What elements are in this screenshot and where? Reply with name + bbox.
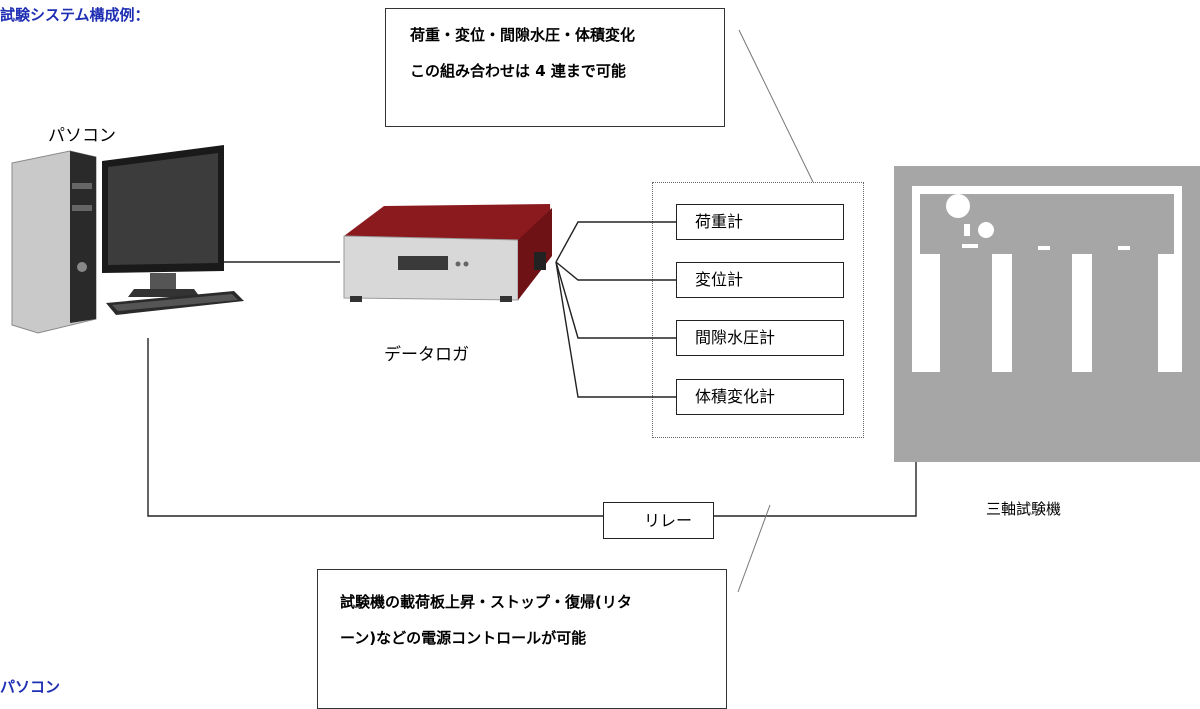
footer-heading: パソコン [0,678,61,696]
power-control-note: 試験機の載荷板上昇・ストップ・復帰(リタ ーン)などの電源コントロールが可能 [317,569,727,709]
note-line-2: この組み合わせは 4 連まで可能 [410,62,626,80]
logger-label: データロガ [384,345,469,365]
sensor-group [652,182,864,438]
sensor-combination-note: 荷重・変位・間隙水圧・体積変化 この組み合わせは 4 連まで可能 [385,8,725,127]
pc-label: パソコン [48,126,116,146]
note-line-2: ーン)などの電源コントロールが可能 [340,629,587,647]
sensor-volume-change: 体積変化計 [676,379,844,415]
sensor-pore-pressure: 間隙水圧計 [676,320,844,356]
sensor-load: 荷重計 [676,204,844,240]
data-logger-image [343,204,552,302]
note-line-1: 試験機の載荷板上昇・ストップ・復帰(リタ [340,593,632,611]
machine-label: 三軸試験機 [986,500,1062,518]
note-line-1: 荷重・変位・間隙水圧・体積変化 [410,26,636,44]
pc-image [11,145,244,334]
sensor-displacement: 変位計 [676,262,844,298]
section-heading: 試験システム構成例： [0,6,150,24]
relay-box: リレー [603,502,714,539]
connection-lines [147,29,917,593]
triaxial-machine-image [894,166,1200,462]
